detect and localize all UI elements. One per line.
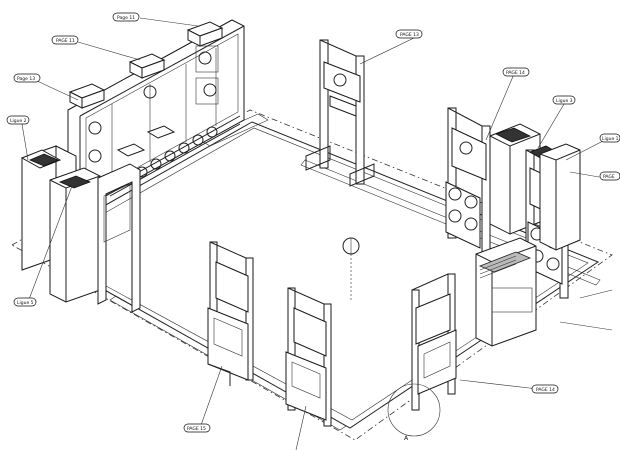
callout-page-11: PAGE 11 xyxy=(51,35,79,45)
callout-page-13-left: Page 13 xyxy=(13,73,41,83)
callout-label: Ligue 2 xyxy=(10,118,27,124)
callout-page-14-bottom: PAGE 14 xyxy=(531,384,559,394)
front-station-2 xyxy=(285,287,332,427)
front-station-3 xyxy=(411,273,457,411)
callout-label: Page 11 xyxy=(117,15,135,21)
detail-circle xyxy=(387,383,441,437)
callout-label: PAGE xyxy=(603,174,615,180)
callout-label: PAGE 13 xyxy=(400,32,419,38)
callout-label: PAGE 14 xyxy=(536,387,555,393)
callout-page-11-top: Page 11 xyxy=(112,12,140,22)
callout-label: PAGE 15 xyxy=(187,426,206,432)
back-frame xyxy=(67,19,245,211)
callout-ligue-3: Ligue 3 xyxy=(552,95,576,105)
callout-ligue-1: Ligue 1 xyxy=(599,133,620,143)
callout-page-15: PAGE 15 xyxy=(183,423,211,433)
callout-label: PAGE 11 xyxy=(56,38,75,44)
callout-label: Ligue 1 xyxy=(602,136,619,142)
left-cabinets xyxy=(20,145,141,313)
callout-leaders xyxy=(21,17,613,450)
callout-page-14-right: PAGE 14 xyxy=(502,67,530,77)
front-station-1 xyxy=(207,241,254,386)
callout-ligue-5: Ligue 5 xyxy=(13,297,37,307)
rail-front xyxy=(109,295,347,431)
callout-ligue-2: Ligue 2 xyxy=(6,115,30,125)
rail-right xyxy=(300,159,601,286)
callout-label: Ligue 3 xyxy=(556,98,573,104)
callout-label: PAGE 14 xyxy=(506,70,525,76)
callout-label: Page 13 xyxy=(17,76,35,82)
callout-page-13-right: PAGE 13 xyxy=(395,29,423,39)
callout-page-right: PAGE xyxy=(599,171,620,181)
back-center-frame xyxy=(305,39,375,187)
detail-marker: A xyxy=(404,435,409,442)
right-units xyxy=(445,107,581,347)
callout-label: Ligue 5 xyxy=(17,300,34,306)
center-marker xyxy=(342,237,360,300)
